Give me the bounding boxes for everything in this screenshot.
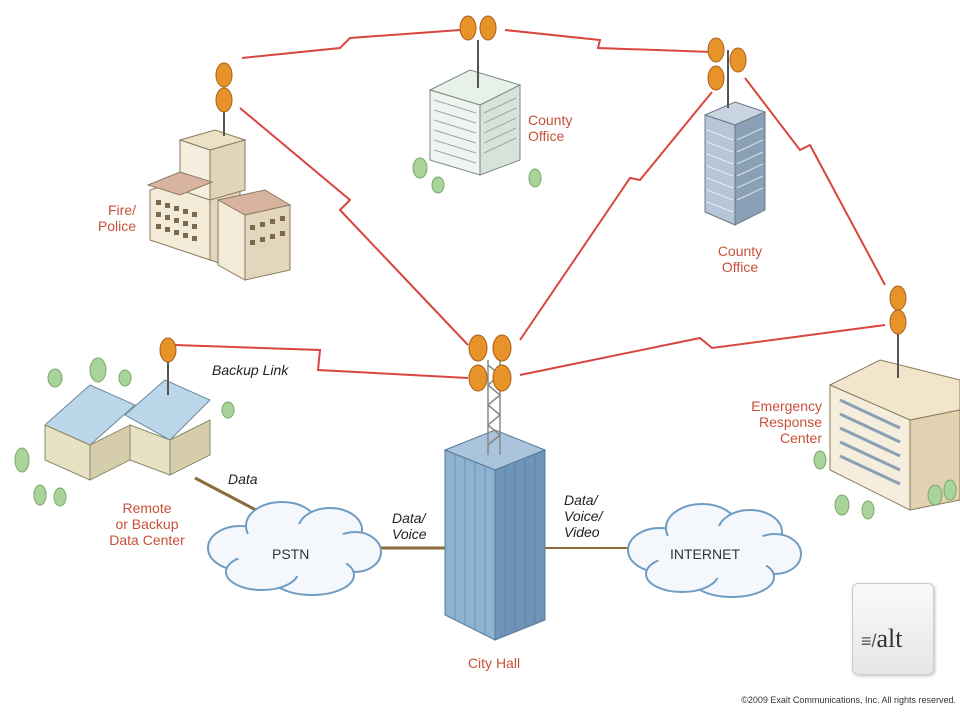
- dish-icon: [889, 309, 907, 335]
- antenna-dishes: [159, 15, 907, 392]
- city-hall-building: [443, 360, 547, 641]
- backup-link-label: Backup Link: [212, 362, 289, 378]
- dish-icon: [468, 334, 488, 362]
- exalt-logo: ≡/alt: [852, 583, 934, 675]
- county-office-right-building: [703, 50, 767, 226]
- data-link-label: Data: [228, 471, 258, 487]
- remote-data-center-label: Remote or Backup Data Center: [109, 500, 185, 548]
- emergency-center-label: Emergency Response Center: [751, 398, 822, 446]
- dish-icon: [492, 364, 512, 392]
- dish-icon: [468, 364, 488, 392]
- fire-police-label: Fire/ Police: [97, 202, 136, 234]
- tree-icon: [33, 484, 47, 506]
- county-office-right-label: County Office: [717, 243, 763, 275]
- wireless-links: [174, 29, 886, 379]
- link-cityhall-to-emergency: [519, 324, 886, 376]
- tree-icon: [813, 450, 827, 470]
- dish-icon: [707, 65, 725, 91]
- dish-icon: [707, 37, 725, 63]
- logo-text: ≡/alt: [861, 624, 903, 653]
- link-county-top-to-county-right: [504, 29, 713, 53]
- dish-icon: [459, 15, 477, 41]
- link-fire-to-county-top: [241, 29, 461, 59]
- link-county-right-to-emergency: [744, 77, 886, 286]
- remote-data-center-building: [44, 345, 211, 481]
- data-voice-label: Data/ Voice: [392, 510, 427, 542]
- dish-icon: [889, 285, 907, 311]
- dish-icon: [479, 15, 497, 41]
- emergency-center-building: [828, 305, 960, 511]
- county-office-top-building: [428, 40, 522, 176]
- data-voice-video-label: Data/ Voice/ Video: [564, 492, 603, 540]
- tree-icon: [47, 368, 63, 388]
- tree-icon: [118, 369, 132, 387]
- trees: [14, 157, 957, 520]
- tree-icon: [14, 447, 30, 473]
- link-fire-to-cityhall: [239, 107, 469, 346]
- tree-icon: [861, 500, 875, 520]
- dish-icon: [729, 47, 747, 73]
- tree-icon: [834, 494, 850, 516]
- dish-icon: [492, 334, 512, 362]
- tree-icon: [431, 176, 445, 194]
- logo-e-icon: ≡/: [861, 631, 877, 651]
- tree-icon: [221, 401, 235, 419]
- city-hall-label: City Hall: [467, 655, 521, 671]
- pstn-cloud: [207, 501, 382, 596]
- county-office-top-label: County Office: [528, 112, 573, 144]
- link-county-right-to-cityhall: [519, 91, 713, 341]
- tree-icon: [89, 357, 107, 383]
- copyright-text: ©2009 Exalt Communications, Inc. All rig…: [741, 695, 956, 705]
- tree-icon: [53, 487, 67, 507]
- tree-icon: [927, 484, 943, 506]
- fire-police-building: [146, 90, 292, 281]
- dish-icon: [215, 62, 233, 88]
- tree-icon: [528, 168, 542, 188]
- internet-label: INTERNET: [670, 546, 740, 562]
- link-backup: [174, 344, 469, 379]
- pstn-label: PSTN: [272, 546, 310, 562]
- internet-cloud: [627, 503, 802, 598]
- dish-icon: [215, 87, 233, 113]
- dish-icon: [159, 337, 177, 363]
- tree-icon: [412, 157, 428, 179]
- tree-icon: [943, 479, 957, 501]
